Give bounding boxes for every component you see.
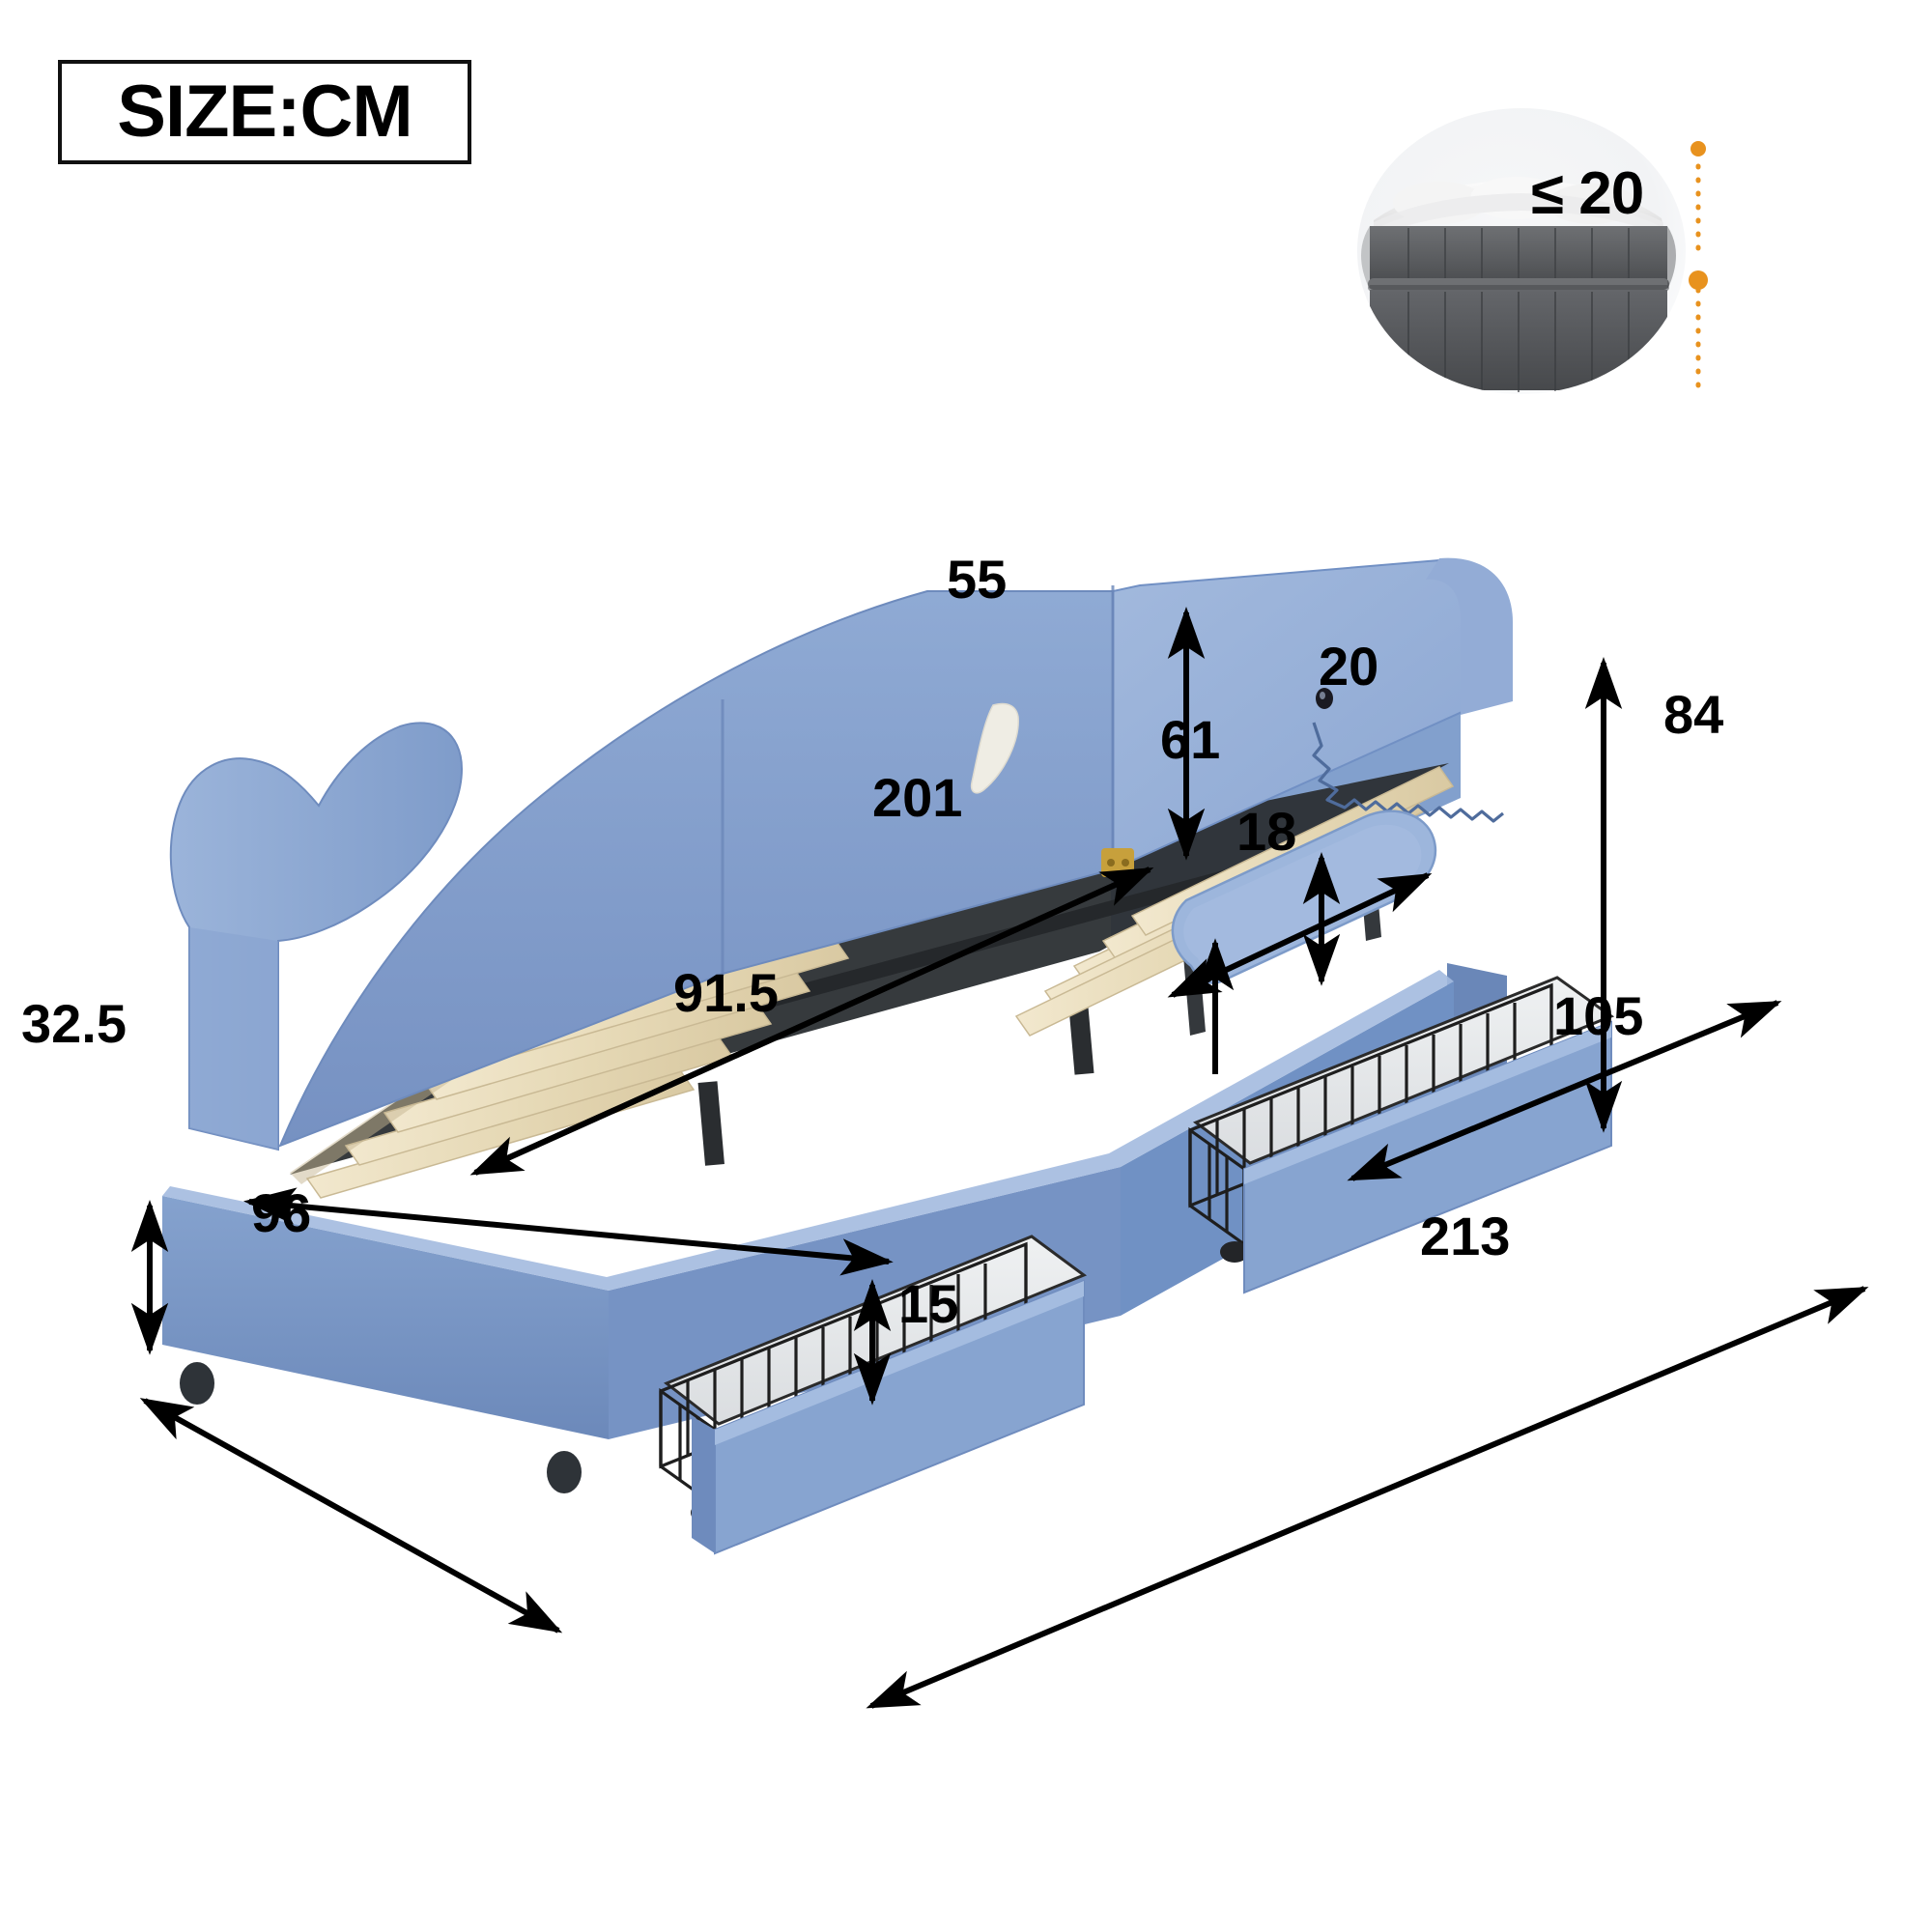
dimline-mattress-width — [243, 1187, 894, 1276]
dimension-label-guardrail-leg: 18 — [1236, 801, 1297, 862]
whale-eye — [1316, 688, 1333, 709]
bed-leg-front-left — [180, 1362, 214, 1405]
drawer-left-front-side — [692, 1416, 715, 1553]
dimline-drawer-depth — [1347, 1000, 1782, 1181]
whale-flipper-accent — [970, 702, 1019, 794]
headboard-right-endcap — [1426, 557, 1513, 715]
dimension-label-overall-height: 84 — [1663, 684, 1724, 745]
dimension-label-guardrail-length: 61 — [1160, 709, 1221, 770]
slat-bracket — [1101, 848, 1134, 877]
size-unit-label: SIZE:CM — [117, 71, 412, 153]
mattress-max-thickness-label: ≤ 20 — [1531, 160, 1644, 227]
dimline-overall-width — [139, 1398, 563, 1634]
slat-center-leg-1 — [697, 1081, 724, 1166]
dimension-label-overall-width: 96 — [251, 1182, 312, 1243]
dimension-label-deck-height: 32.5 — [21, 993, 127, 1054]
mattress-measure-dot-bottom — [1689, 270, 1708, 290]
size-unit-title-box: SIZE:CM — [58, 60, 471, 164]
whale-tail-fin — [169, 722, 464, 1151]
dimline-overall-length — [866, 1286, 1869, 1709]
bed-leg-front-mid — [547, 1451, 582, 1493]
dimension-label-mattress-length: 201 — [872, 767, 963, 828]
mattress-icon — [1357, 108, 1708, 395]
mattress-thickness-inset: ≤ 20 — [1285, 106, 1826, 396]
dimension-label-mattress-width: 91.5 — [673, 962, 779, 1023]
dimension-label-drawer-depth: 105 — [1553, 985, 1644, 1046]
dimension-label-overall-length: 213 — [1420, 1206, 1511, 1266]
bed-frame — [162, 557, 1615, 1555]
dimension-label-drawer-front-height: 15 — [898, 1273, 959, 1334]
drawer-right-caster — [1220, 1241, 1249, 1263]
dimension-label-headboard-height: 55 — [947, 549, 1008, 610]
mattress-measure-dot-top — [1690, 141, 1706, 156]
dimension-label-guardrail-height: 20 — [1319, 636, 1379, 696]
